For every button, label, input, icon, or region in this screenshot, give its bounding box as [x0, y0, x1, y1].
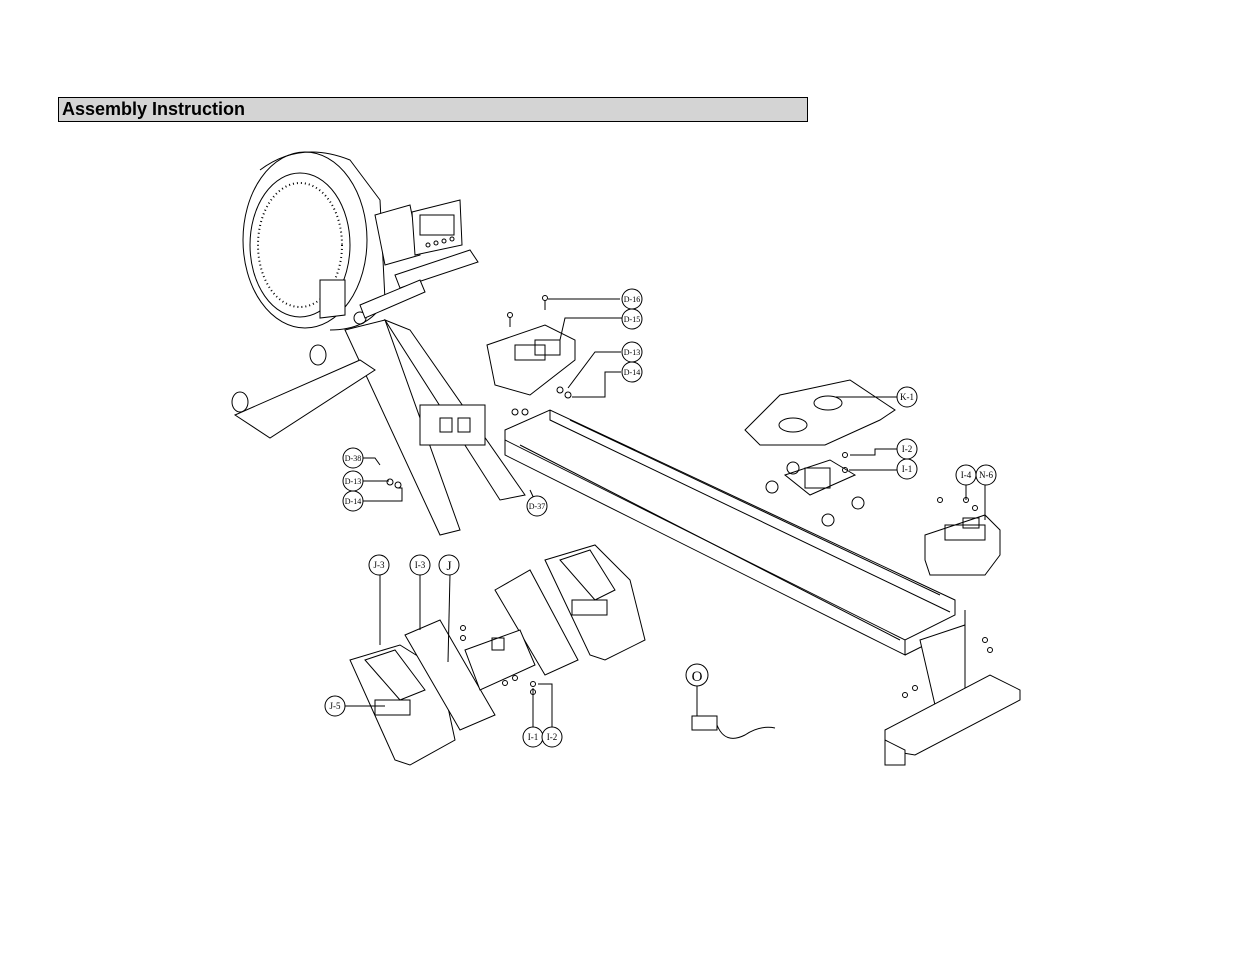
handle-bar: [359, 249, 479, 319]
callout-label: D-37: [529, 502, 545, 511]
power-adapter: [691, 715, 776, 739]
callout-i4: I-4: [955, 464, 977, 486]
callout-j: J: [438, 554, 460, 576]
callout-d37: D-37: [526, 495, 548, 517]
rowing-machine-drawing: [231, 151, 1021, 766]
callout-i2-footrest: I-2: [541, 726, 563, 748]
callout-label: I-4: [961, 470, 972, 480]
callout-i1-seat: I-1: [896, 458, 918, 480]
callout-j3: J-3: [368, 554, 390, 576]
callout-label: N-6: [979, 470, 993, 480]
callout-label: I-2: [902, 444, 913, 454]
callout-label: D-13: [624, 348, 640, 357]
callout-k1: K-1: [896, 386, 918, 408]
callout-label: J: [446, 558, 451, 573]
callout-d14-top: D-14: [621, 361, 643, 383]
callout-label: D-15: [624, 315, 640, 324]
callout-o: O: [685, 663, 709, 687]
callout-label: D-13: [345, 477, 361, 486]
footrest-bracket: [464, 629, 536, 691]
rear-stabilizer: [884, 624, 1021, 766]
callout-d13-front: D-13: [342, 470, 364, 492]
callout-label: D-38: [345, 454, 361, 463]
callout-d13-top: D-13: [621, 341, 643, 363]
section-header-bar: Assembly Instruction: [58, 97, 808, 122]
callout-d15: D-15: [621, 308, 643, 330]
callout-i2-seat: I-2: [896, 438, 918, 460]
callout-label: K-1: [900, 392, 914, 402]
seat-carriage: [765, 459, 865, 527]
callout-n6: N-6: [975, 464, 997, 486]
seat: [744, 379, 896, 446]
callout-i1-footrest: I-1: [522, 726, 544, 748]
callout-label: I-1: [902, 464, 913, 474]
page-title: Assembly Instruction: [62, 99, 246, 119]
callout-label: D-14: [624, 368, 640, 377]
callout-label: I-2: [547, 732, 558, 742]
callout-label: O: [692, 669, 703, 685]
callout-j5: J-5: [324, 695, 346, 717]
callout-i3: I-3: [409, 554, 431, 576]
front-rail-cap: [486, 324, 576, 396]
leader-lines: [345, 298, 986, 728]
rear-rail-cap: [924, 514, 1001, 576]
front-stabilizer: [231, 344, 376, 439]
callout-d16: D-16: [621, 288, 643, 310]
front-stand: [344, 318, 526, 536]
monitor: [374, 199, 463, 266]
callout-label: I-3: [415, 560, 426, 570]
main-rail: [504, 409, 966, 656]
footplate-left: [404, 619, 496, 731]
callout-d14-front: D-14: [342, 490, 364, 512]
callout-label: J-3: [374, 560, 385, 570]
callout-d38: D-38: [342, 447, 364, 469]
right-footrest: [544, 544, 646, 661]
callout-label: I-1: [528, 732, 539, 742]
flywheel-housing: [242, 151, 386, 331]
callout-label: D-16: [624, 295, 640, 304]
callout-label: D-14: [345, 497, 361, 506]
callout-label: J-5: [330, 701, 341, 711]
footplate-right: [494, 569, 579, 676]
